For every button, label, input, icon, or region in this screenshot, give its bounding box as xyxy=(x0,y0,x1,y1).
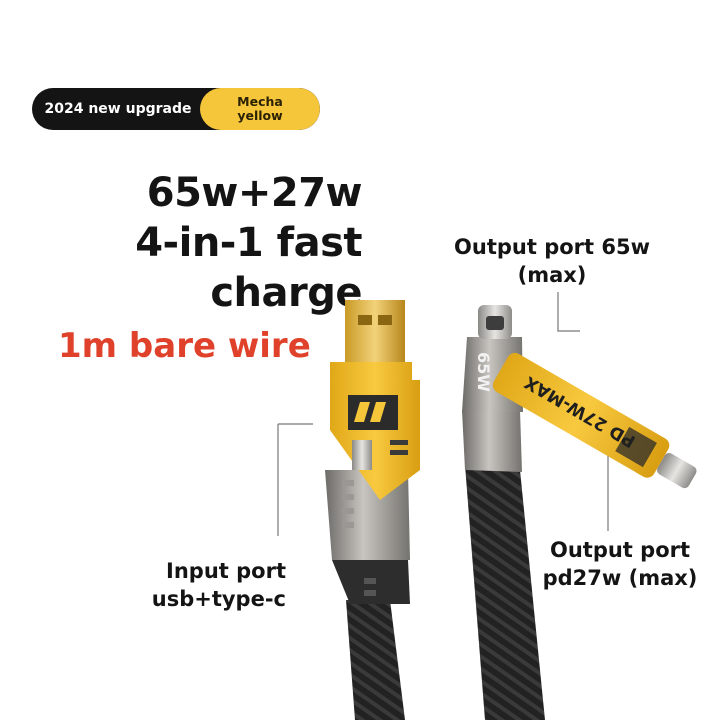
right-cable: 65W PD 27W-MAX xyxy=(462,305,697,720)
upgrade-badge: 2024 new upgrade Mecha yellow xyxy=(32,88,320,130)
usb-c-plug-left xyxy=(352,440,372,470)
badge-upgrade-text: 2024 new upgrade xyxy=(44,101,192,117)
pointer-line-output65 xyxy=(557,292,580,332)
right-braided-wire xyxy=(465,465,545,720)
right-metal-housing-lower xyxy=(462,410,522,472)
headline-line2: 4-in-1 fast xyxy=(135,220,362,266)
output27-label: Output port pd27w (max) xyxy=(536,536,704,592)
product-headline: 65w+27w 4-in-1 fast charge xyxy=(135,168,362,318)
input-line1: Input port xyxy=(166,559,286,583)
badge-color-line1: Mecha xyxy=(237,94,283,109)
output27-line2: pd27w (max) xyxy=(542,566,698,590)
output65-line1: Output port 65w xyxy=(454,235,650,259)
headline-line1: 65w+27w xyxy=(146,170,363,216)
right-65w-mark: 65W xyxy=(474,352,493,392)
input-label: Input port usb+type-c xyxy=(124,557,286,613)
headline-line3: charge xyxy=(210,270,362,316)
badge-color-line2: yellow xyxy=(237,108,283,123)
output27-line1: Output port xyxy=(549,538,691,562)
lightning-plug xyxy=(657,452,697,489)
left-cable xyxy=(325,300,420,720)
output65-label: Output port 65w (max) xyxy=(452,233,652,289)
left-braided-wire xyxy=(346,600,405,720)
bare-wire-label: 1m bare wire xyxy=(58,326,311,366)
pointer-line-input xyxy=(277,423,313,536)
output65-line2: (max) xyxy=(517,263,587,287)
input-line2: usb+type-c xyxy=(151,587,286,611)
usb-a-plug xyxy=(345,300,405,362)
badge-color-name: Mecha yellow xyxy=(200,88,320,130)
lightning-branch: PD 27W-MAX xyxy=(492,352,697,489)
